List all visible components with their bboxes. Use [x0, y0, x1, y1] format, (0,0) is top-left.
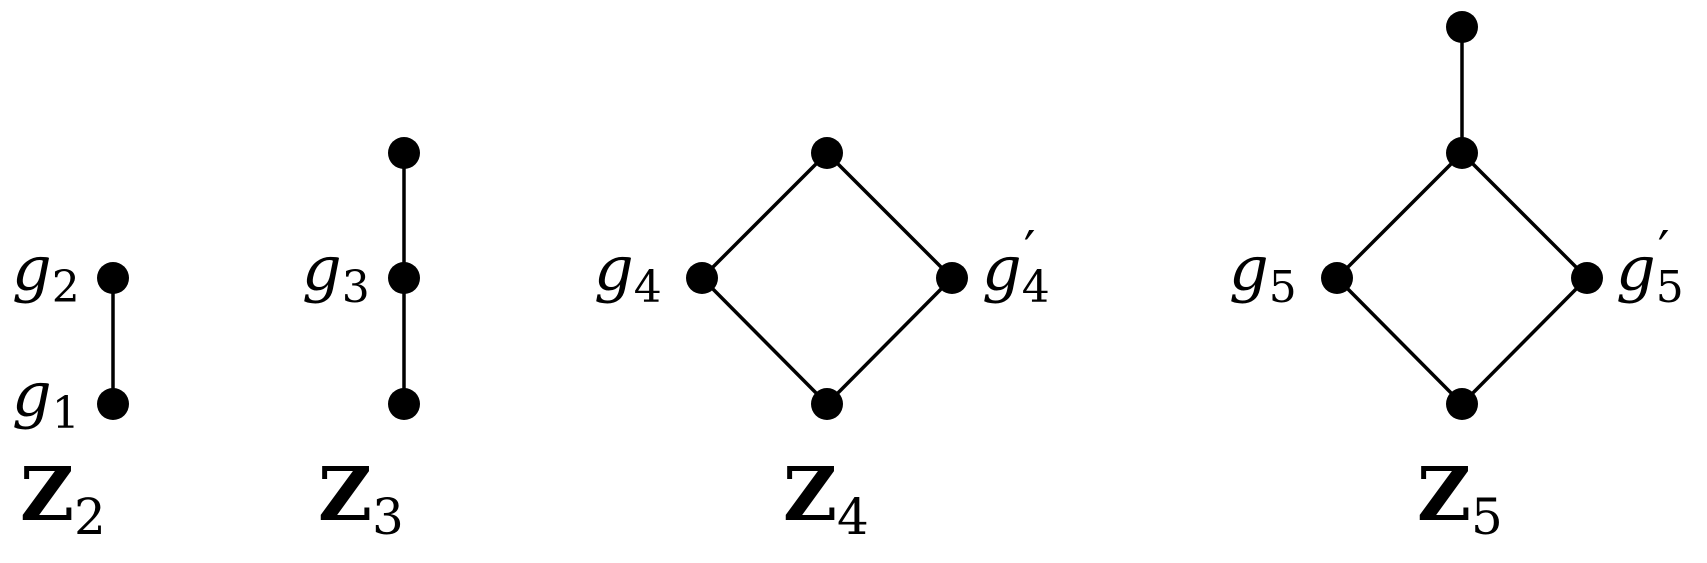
label-g2: g2	[12, 232, 80, 313]
node-z2-g2	[97, 262, 129, 294]
label-g3: g3	[302, 232, 370, 313]
lattice-z5: g5 g5′ Z5	[1229, 11, 1684, 546]
node-z4-bottom	[811, 388, 843, 420]
edge-z4-top-g4prime	[825, 151, 954, 280]
node-z5-bottom	[1446, 388, 1478, 420]
caption-z3: Z3	[318, 452, 404, 546]
caption-z5: Z5	[1417, 452, 1503, 546]
node-z5-g5prime	[1571, 262, 1603, 294]
caption-z2: Z2	[20, 452, 106, 546]
lattice-z3: g3 Z3	[302, 137, 420, 546]
node-z4-g4	[686, 262, 718, 294]
label-g4-prime: g4′	[982, 221, 1050, 313]
edge-z5-g5-bottom	[1335, 276, 1464, 406]
edge-z5-top-g5	[1335, 151, 1464, 280]
node-z5-topmost	[1446, 11, 1478, 43]
node-z4-top	[811, 137, 843, 169]
node-z4-g4prime	[936, 262, 968, 294]
edge-z4-top-g4	[700, 151, 829, 280]
lattice-z2: g2 g1 Z2	[12, 232, 129, 546]
node-z3-top	[388, 137, 420, 169]
edge-z5-g5prime-bottom	[1460, 276, 1589, 406]
lattice-z4: g4 g4′ Z4	[594, 137, 1050, 546]
node-z5-top	[1446, 137, 1478, 169]
edge-z4-g4-bottom	[700, 276, 829, 406]
edge-z5-top-g5prime	[1460, 151, 1589, 280]
node-z3-bottom	[388, 388, 420, 420]
label-g4: g4	[594, 232, 662, 313]
label-g5: g5	[1229, 232, 1297, 313]
node-z5-g5	[1321, 262, 1353, 294]
label-g1: g1	[12, 358, 80, 439]
label-g5-prime: g5′	[1616, 221, 1684, 313]
edge-z4-g4prime-bottom	[825, 276, 954, 406]
caption-z4: Z4	[783, 452, 869, 546]
node-z3-g3	[388, 262, 420, 294]
node-z2-g1	[97, 388, 129, 420]
